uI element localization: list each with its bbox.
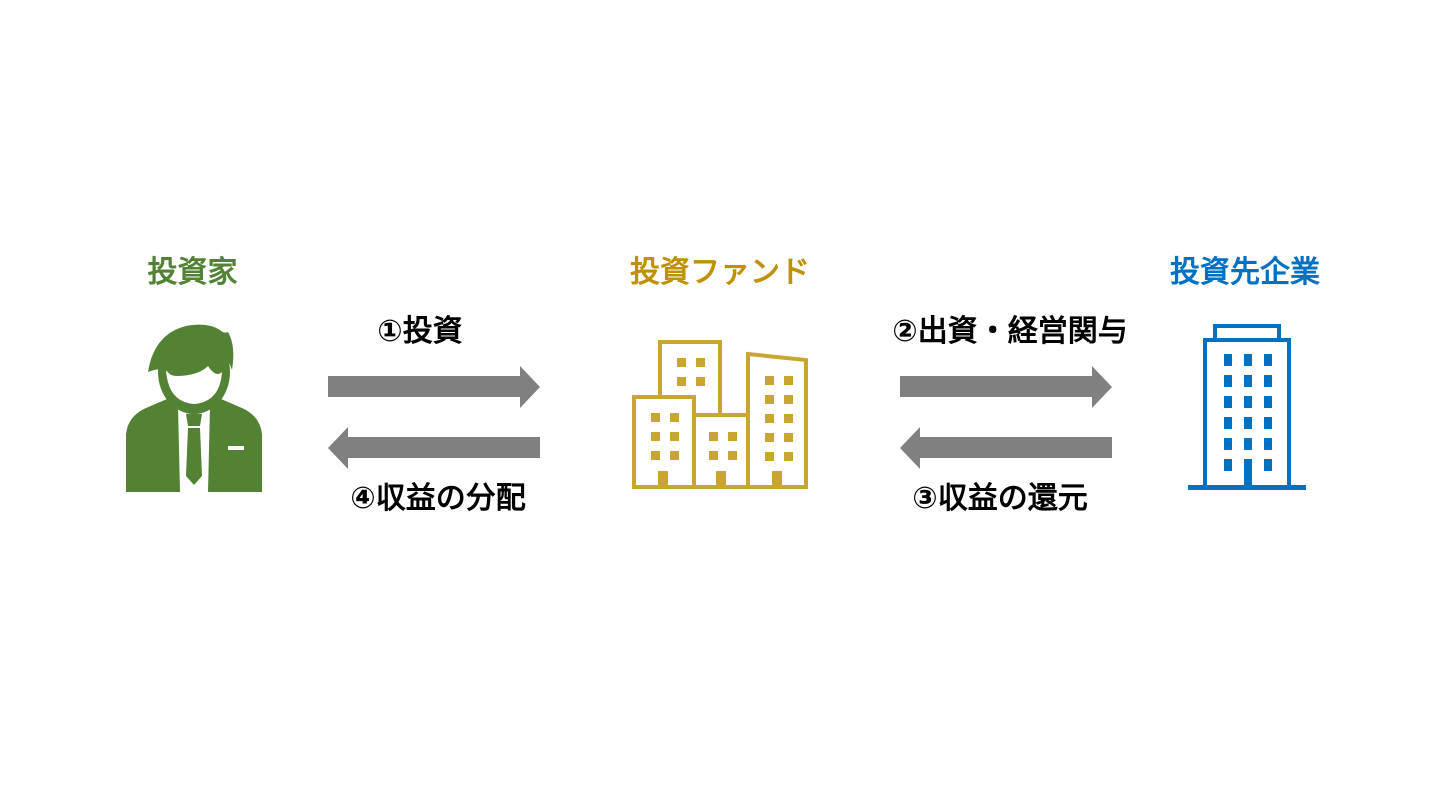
arrow-left-return bbox=[900, 427, 1112, 469]
investor-title: 投資家 bbox=[147, 255, 238, 290]
fund-title: 投資ファンド bbox=[630, 255, 810, 290]
company-title: 投資先企業 bbox=[1170, 255, 1320, 290]
flow-label-return: ③収益の還元 bbox=[912, 481, 1088, 516]
flow-label-capital-management: ②出資・経営関与 bbox=[892, 314, 1128, 349]
office-building-icon bbox=[1186, 322, 1308, 492]
arrow-left-distribution bbox=[328, 427, 540, 469]
businessman-icon bbox=[124, 322, 264, 492]
flow-label-distribution: ④収益の分配 bbox=[350, 481, 526, 516]
arrow-right-invest bbox=[328, 366, 540, 408]
city-buildings-icon bbox=[630, 338, 810, 490]
flow-label-invest: ①投資 bbox=[377, 314, 463, 349]
arrow-right-capital bbox=[900, 366, 1112, 408]
